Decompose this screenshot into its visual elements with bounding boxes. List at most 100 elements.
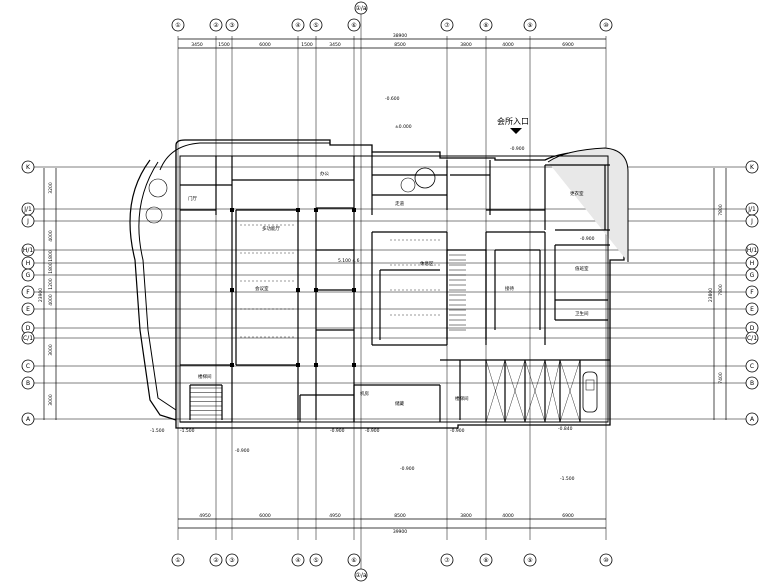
top-dim-total: 38900 <box>393 33 407 39</box>
svg-text:①: ① <box>175 557 180 564</box>
svg-text:F: F <box>26 289 30 296</box>
svg-text:⑨: ⑨ <box>527 22 532 29</box>
top-dim-value: 1500 <box>218 42 230 48</box>
axis-bubble-top: ⑧ <box>479 18 493 32</box>
level-annotation: -0.900 <box>365 428 380 434</box>
bottom-dim-value: 4000 <box>502 513 514 519</box>
axis-bubble-bottom: ⑧ <box>479 553 493 567</box>
svg-text:⑧: ⑧ <box>483 557 488 564</box>
svg-text:H/1: H/1 <box>747 247 758 254</box>
room-label: 休息区 <box>420 260 434 267</box>
top-dim-value: 3450 <box>191 42 203 48</box>
axis-bubble-top: ② <box>209 18 223 32</box>
svg-text:①/a: ①/a <box>355 572 366 579</box>
left-dim-value: 3200 <box>48 182 54 194</box>
svg-text:③: ③ <box>229 557 234 564</box>
level-annotation: -1.500 <box>150 428 165 434</box>
svg-text:D: D <box>26 325 31 332</box>
svg-text:B: B <box>750 380 754 387</box>
bottom-dim-value: 4950 <box>329 513 341 519</box>
right-dim-value: 7400 <box>718 372 724 384</box>
left-dim-value: 1200 <box>48 278 54 290</box>
axis-bubble-right: H <box>745 256 759 270</box>
svg-text:①: ① <box>175 22 180 29</box>
svg-text:E: E <box>26 306 30 313</box>
left-dim-value: 4000 <box>48 230 54 242</box>
svg-text:⑦: ⑦ <box>444 22 450 29</box>
svg-text:F: F <box>750 289 754 296</box>
svg-text:G: G <box>750 272 755 279</box>
left-dim-value: 3000 <box>48 394 54 406</box>
top-dim-value: 3450 <box>329 42 341 48</box>
room-label: 卫生间 <box>575 310 589 317</box>
axis-bubble-left: A <box>21 412 35 426</box>
svg-text:A: A <box>750 416 755 423</box>
room-label: 机房 <box>360 390 369 397</box>
entrance-label: 会所入口 <box>497 116 529 126</box>
room-label: 储藏 <box>395 400 404 407</box>
level-annotation: -0.900 <box>235 448 250 454</box>
axis-bubble-right: G <box>745 268 759 282</box>
bottom-dim-value: 6000 <box>259 513 271 519</box>
axis-bubble-bottom: ⑦ <box>440 553 454 567</box>
axis-bubble-bottom-ext: ①/a <box>354 568 368 582</box>
top-dim-value: 3800 <box>460 42 472 48</box>
svg-text:②: ② <box>213 557 219 564</box>
svg-text:C/1: C/1 <box>747 335 757 342</box>
car-symbol <box>582 371 598 413</box>
axis-bubble-right: C/1 <box>745 331 759 345</box>
axis-bubble-left: B <box>21 376 35 390</box>
room-label: 办公 <box>320 170 329 177</box>
level-annotation: ±0.000 <box>395 124 412 130</box>
svg-text:⑦: ⑦ <box>444 557 450 564</box>
svg-text:J: J <box>750 218 753 225</box>
left-dim-value: 3000 <box>48 344 54 356</box>
room-label: 门厅 <box>188 195 197 202</box>
svg-text:H: H <box>750 260 755 267</box>
left-dim-total: 23900 <box>38 288 44 302</box>
interior-details: -1.500-1.500-0.900-0.900-0.900-0.900-0.8… <box>145 96 598 482</box>
top-dim-value: 4000 <box>502 42 514 48</box>
svg-text:⑩: ⑩ <box>603 557 608 564</box>
axis-bubble-left: E <box>21 302 35 316</box>
level-annotation: -0.600 <box>385 96 400 102</box>
axis-bubble-bottom: ⑥ <box>347 553 361 567</box>
bottom-dim-total: 39900 <box>393 529 407 535</box>
axis-bubble-left: D <box>21 321 35 335</box>
axis-bubble-left: F <box>21 285 35 299</box>
axis-bubble-left: J <box>21 214 35 228</box>
building-outline <box>129 139 629 429</box>
svg-text:①/a: ①/a <box>355 5 366 12</box>
svg-text:③: ③ <box>229 22 234 29</box>
room-label: 更衣室 <box>570 190 584 197</box>
axis-bubble-bottom: ② <box>209 553 223 567</box>
left-dim-value: 1800 <box>48 250 54 262</box>
svg-text:C/1: C/1 <box>23 335 33 342</box>
svg-text:⑩: ⑩ <box>603 22 608 29</box>
axis-bubble-bottom: ⑨ <box>523 553 537 567</box>
entrance-marker: 会所入口 <box>497 116 529 134</box>
svg-text:H: H <box>26 260 31 267</box>
room-label: 多功能厅 <box>262 225 280 232</box>
top-dim-value: 6900 <box>562 42 574 48</box>
axis-bubble-top: ⑤ <box>309 18 323 32</box>
axis-bubble-left: G <box>21 268 35 282</box>
svg-text:J: J <box>26 218 29 225</box>
axis-bubble-right: B <box>745 376 759 390</box>
left-dim-value: 4000 <box>48 294 54 306</box>
side-dimension-labels: 3200400018001800120040003000300023900780… <box>38 182 724 406</box>
axis-bubble-right: H/1 <box>745 243 759 257</box>
right-dim-value: 7800 <box>718 284 724 296</box>
svg-text:K: K <box>750 164 755 171</box>
room-label: 走道 <box>395 200 404 207</box>
axis-bubble-top-ext: ①/a <box>354 1 368 15</box>
axis-bubble-bottom: ③ <box>225 553 239 567</box>
axis-bubble-bottom: ⑩ <box>599 553 613 567</box>
axis-bubble-top: ① <box>171 18 185 32</box>
axis-bubble-left: H/1 <box>21 243 35 257</box>
